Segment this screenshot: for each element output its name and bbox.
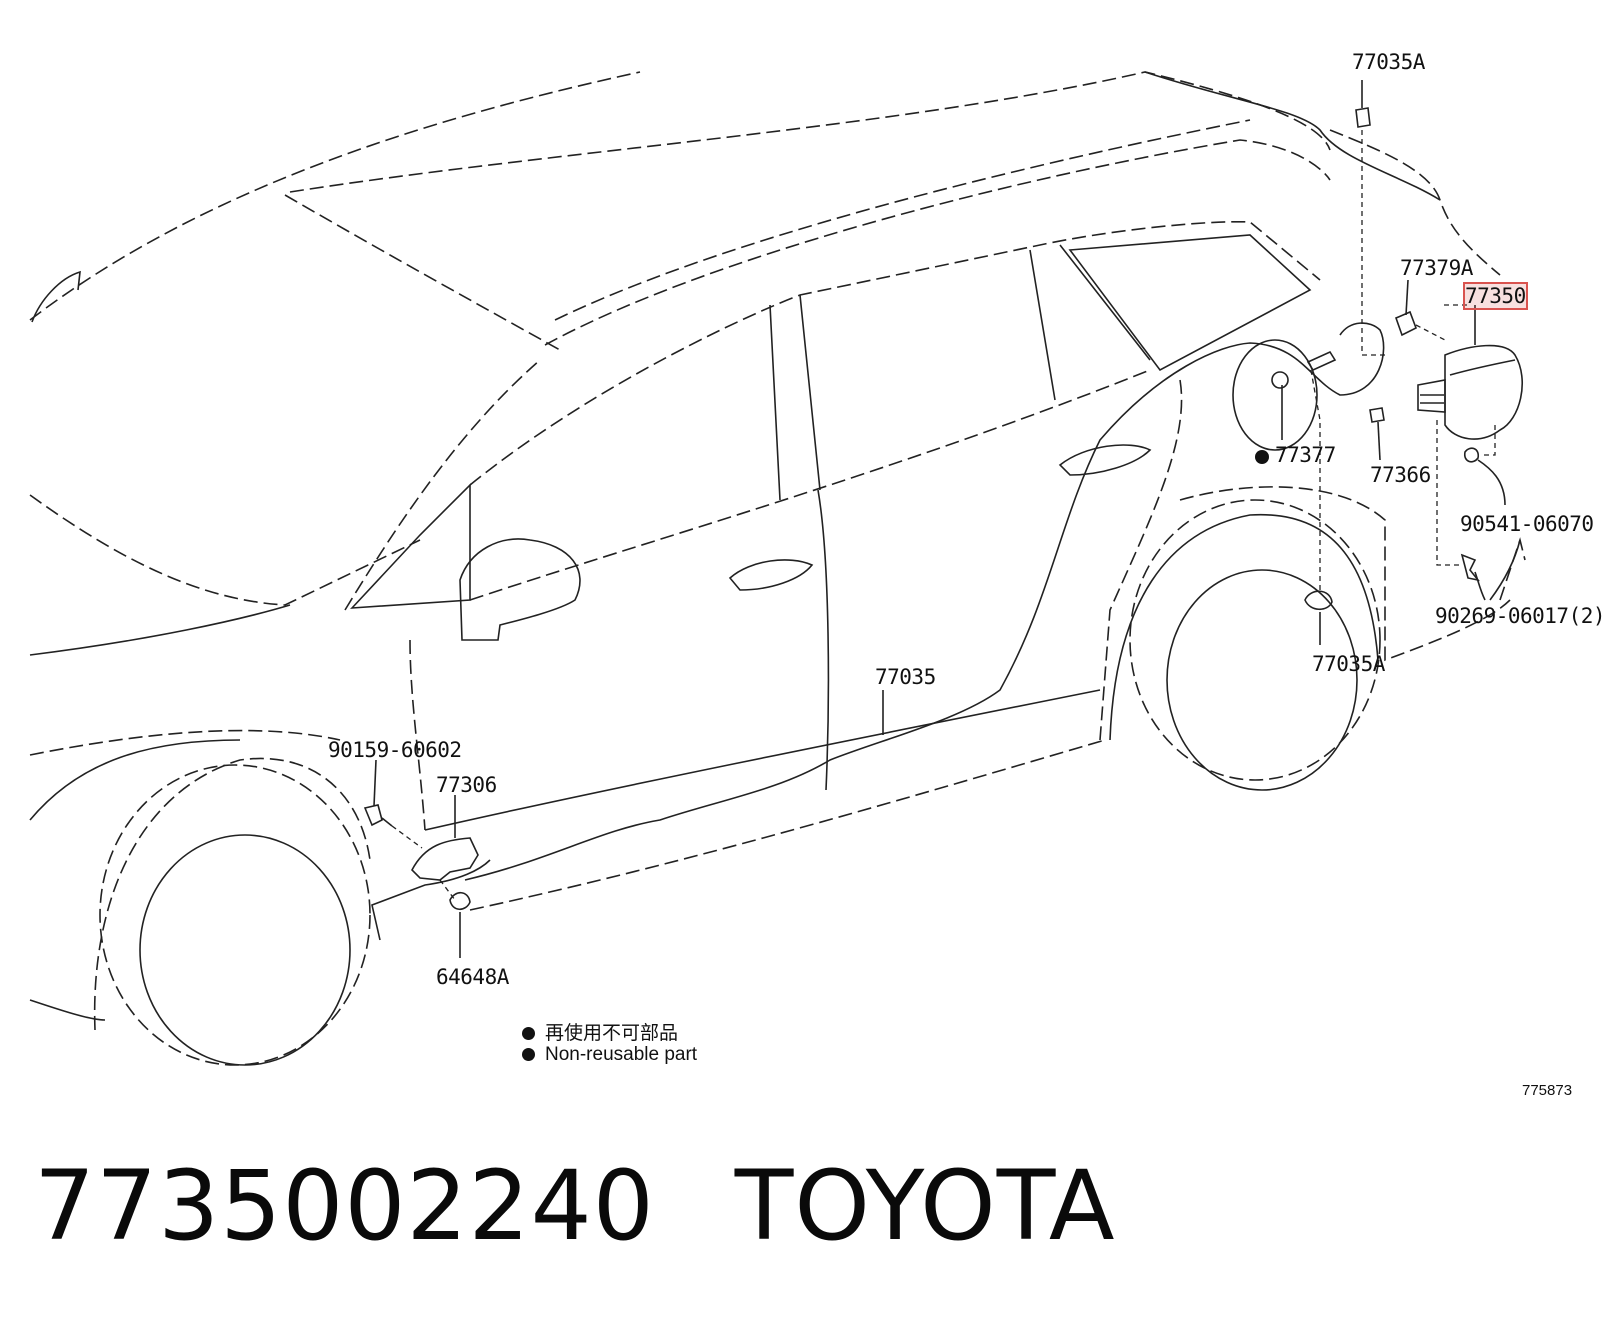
front-wheel-arch: [99, 764, 371, 1066]
callout-77379A[interactable]: 77379A: [1400, 256, 1473, 280]
leader-77306-dash: [439, 879, 456, 901]
front-fender-line: [29, 729, 341, 756]
rocker-lower: [469, 739, 1106, 911]
fuel-opener-grommet: [1271, 371, 1289, 389]
front-fender-upper: [29, 739, 241, 821]
leader-90269-dash: [1436, 420, 1460, 566]
rear-hatch: [1329, 129, 1501, 276]
part-90269-clip: [1460, 553, 1480, 582]
leader-90269: [1474, 539, 1521, 601]
callout-77035A-low[interactable]: 77035A: [1312, 652, 1385, 676]
side-mirror: [459, 538, 581, 641]
rear-wheel-arch: [1129, 499, 1381, 781]
cable-clip-bracket: [1306, 350, 1337, 372]
fuel-filler-opening: [1232, 339, 1318, 451]
callout-90159-60602[interactable]: 90159-60602: [328, 738, 462, 762]
fuel-opener-cable: [464, 322, 1385, 881]
lower-body-line: [371, 859, 491, 941]
callout-77366[interactable]: 77366: [1370, 463, 1431, 487]
roof-rail: [544, 139, 1331, 346]
front-arch-outer: [93, 757, 371, 1031]
rear-door-line: [1099, 379, 1183, 741]
callout-77035A-top[interactable]: 77035A: [1352, 50, 1425, 74]
part-77035A-top-clip: [1355, 107, 1371, 128]
non-reusable-dot-icon: [522, 1027, 535, 1040]
front-door-line: [409, 639, 426, 831]
rear-wheel-tire: [1166, 569, 1358, 791]
roof-rear-line: [289, 71, 1331, 193]
roof-rail-inner: [554, 119, 1251, 321]
hood-line: [29, 494, 421, 606]
window-frame-top: [469, 220, 1321, 486]
rear-quarter-window: [1068, 234, 1312, 372]
roof-line: [29, 71, 641, 321]
leader-77379A-dash: [1415, 324, 1446, 341]
leader-90159: [373, 759, 377, 807]
rear-corner: [1499, 537, 1526, 601]
rear-door-handle: [1058, 444, 1152, 476]
non-reusable-mark-77377: [1255, 450, 1269, 464]
callout-77035[interactable]: 77035: [875, 665, 936, 689]
legend-en: Non-reusable part: [522, 1044, 697, 1066]
leader-90541: [1477, 459, 1506, 506]
rear-arch-outer: [1109, 513, 1379, 741]
a-pillar: [344, 359, 541, 611]
leader-90159-dash: [391, 825, 423, 849]
front-bumper: [29, 999, 106, 1021]
legend-jp: 再使用不可部品: [522, 1018, 678, 1045]
front-body-line: [29, 604, 291, 656]
legend-en-text: Non-reusable part: [545, 1044, 698, 1065]
brand-name: TOYOTA: [734, 1150, 1116, 1262]
fuel-lid: [1444, 344, 1523, 440]
callout-64648A[interactable]: 64648A: [436, 965, 509, 989]
diagram-code: 775873: [1522, 1082, 1573, 1099]
part-90159-screw: [363, 804, 393, 827]
callout-77350-highlighted[interactable]: 77350: [1463, 282, 1528, 310]
part-90541-cushion: [1463, 447, 1480, 463]
fuel-lid-hinge: [1417, 379, 1446, 413]
callout-77377[interactable]: 77377: [1275, 443, 1336, 467]
windshield-base: [284, 194, 561, 351]
rear-spoiler: [1144, 71, 1441, 201]
window-frame-bottom: [469, 369, 1151, 601]
mirror-stub: [31, 270, 81, 323]
leader-77366: [1377, 421, 1381, 461]
part-64648A-clip: [449, 891, 471, 911]
door-split: [817, 489, 830, 791]
part-77306-lever: [411, 837, 479, 881]
b-pillar: [769, 294, 821, 501]
front-window: [350, 483, 471, 609]
c-pillar: [1029, 244, 1151, 401]
non-reusable-dot-icon: [522, 1048, 535, 1061]
leader-77035A-low-dash: [1309, 364, 1321, 590]
front-door-handle: [728, 559, 814, 591]
callout-90269-06017[interactable]: 90269-06017(2): [1435, 604, 1605, 628]
part-77035A-low-grommet: [1304, 590, 1333, 611]
footer-title: 7735002240 TOYOTA: [34, 1150, 1116, 1262]
leader-77379A: [1405, 279, 1409, 316]
leader-90541-dash: [1480, 425, 1496, 456]
leader-77035A-top-dash: [1361, 130, 1388, 356]
legend-jp-text: 再使用不可部品: [545, 1023, 679, 1044]
rear-fender-line: [1179, 486, 1511, 662]
rocker-panel: [424, 689, 1101, 831]
callout-90541-06070[interactable]: 90541-06070: [1460, 512, 1594, 536]
fuel-lid-crease: [1449, 359, 1516, 376]
car-body-diagram: [29, 71, 1526, 1066]
part-77366-clip: [1369, 407, 1385, 423]
callout-77306[interactable]: 77306: [436, 773, 497, 797]
part-number: 7735002240: [34, 1150, 655, 1262]
part-77379A-bracket: [1394, 310, 1418, 337]
front-wheel-tire: [139, 834, 351, 1066]
